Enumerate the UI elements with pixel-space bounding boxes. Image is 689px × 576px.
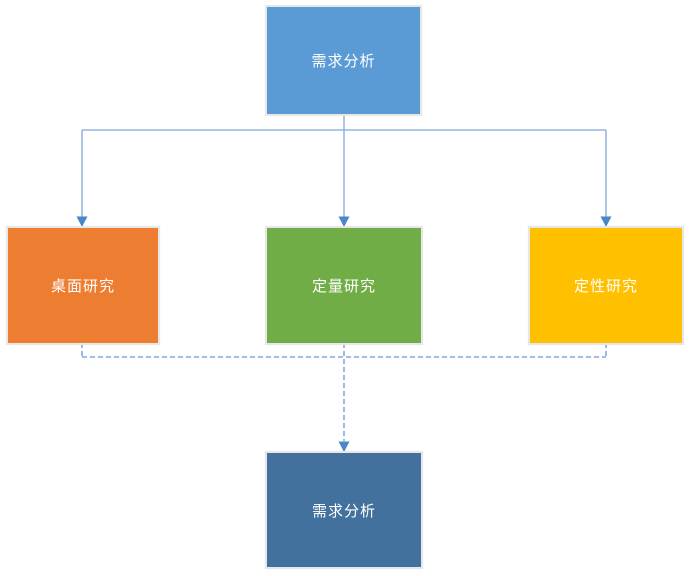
solid-connectors: [81, 115, 607, 217]
node-label-requirement-analysis-bottom: 需求分析: [311, 502, 376, 520]
arrowhead-bottom: [338, 441, 350, 452]
dashed-connectors: [81, 343, 607, 441]
node-requirement-analysis-bottom: 需求分析: [265, 451, 423, 569]
arrowhead-desk: [76, 216, 88, 227]
node-qualitative-research: 定性研究: [528, 226, 684, 345]
node-label-quantitative-research: 定量研究: [311, 278, 376, 295]
node-desk-research: 桌面研究: [6, 226, 160, 345]
arrowhead-quantitative: [338, 216, 350, 227]
node-label-desk-research: 桌面研究: [50, 278, 115, 295]
node-quantitative-research: 定量研究: [265, 226, 423, 345]
arrowhead-qualitative: [600, 216, 612, 227]
node-requirement-analysis-top: 需求分析: [265, 5, 422, 116]
node-label-requirement-analysis-top: 需求分析: [311, 53, 376, 70]
arrowheads: [76, 216, 612, 452]
node-label-qualitative-research: 定性研究: [573, 278, 638, 295]
